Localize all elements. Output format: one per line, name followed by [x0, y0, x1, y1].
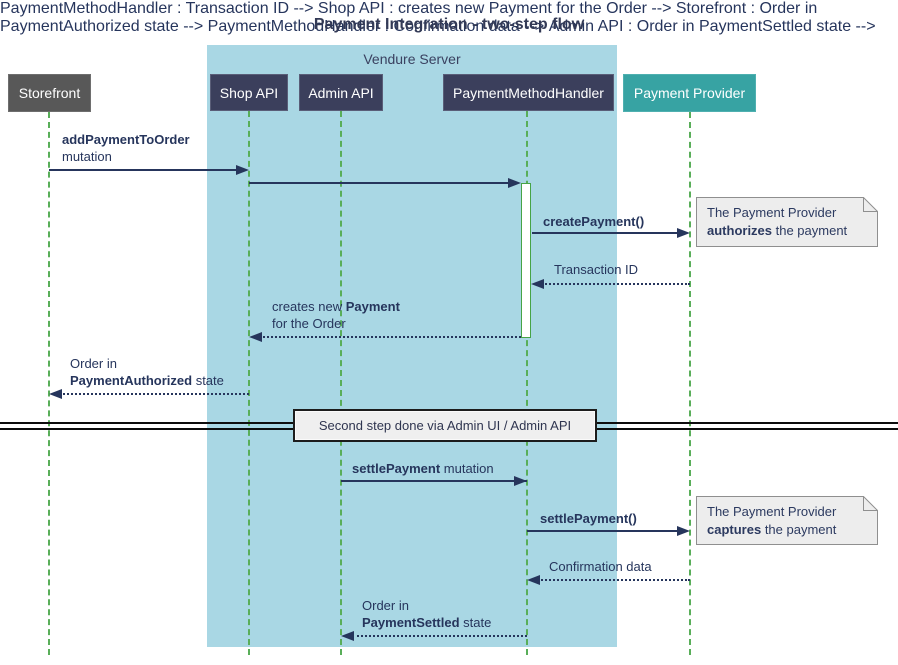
participant-shop-api: Shop API — [210, 74, 288, 111]
message-line-payment-settled — [352, 635, 527, 637]
vendure-server-container — [207, 45, 617, 647]
message-label-settle-payment-mutation: settlePayment mutation — [352, 461, 494, 476]
arrowhead-icon — [531, 279, 544, 289]
participant-shop-api-label: Shop API — [219, 84, 279, 101]
message-label-creates-payment: creates new Payment for the Order — [272, 299, 400, 331]
note-authorizes: The Payment Provider authorizes the paym… — [696, 197, 878, 247]
message-line-settle-payment-mutation — [341, 480, 527, 482]
participant-payment-provider: Payment Provider — [623, 74, 756, 112]
message-line-settle-payment-call — [527, 530, 686, 532]
message-line-shop-to-handler — [249, 182, 517, 184]
message-label-payment-authorized: Order in PaymentAuthorized state — [70, 356, 224, 388]
divider-second-step: Second step done via Admin UI / Admin AP… — [293, 409, 597, 442]
activation-bar-payment-method-handler — [521, 183, 531, 338]
participant-storefront: Storefront — [8, 74, 91, 112]
arrowhead-icon — [49, 389, 62, 399]
arrowhead-icon — [508, 178, 521, 188]
arrowhead-icon — [341, 631, 354, 641]
participant-admin-api-label: Admin API — [308, 84, 374, 101]
arrowhead-icon — [677, 526, 690, 536]
lifeline-admin-api — [340, 111, 342, 655]
arrowhead-icon — [236, 165, 249, 175]
lifeline-payment-provider — [689, 112, 691, 655]
vendure-server-label: Vendure Server — [363, 51, 461, 67]
lifeline-shop-api — [248, 111, 250, 655]
message-label-add-payment-to-order: addPaymentToOrder mutation — [62, 132, 190, 164]
message-line-add-payment-to-order — [49, 169, 245, 171]
participant-payment-provider-label: Payment Provider — [633, 85, 746, 101]
note-captures: The Payment Provider captures the paymen… — [696, 496, 878, 545]
note-shape — [696, 197, 878, 247]
message-line-creates-payment — [260, 336, 521, 338]
message-label-create-payment: createPayment() — [543, 214, 645, 229]
note-captures-text: The Payment Provider captures the paymen… — [707, 504, 837, 537]
arrowhead-icon — [514, 476, 527, 486]
message-line-create-payment — [532, 232, 686, 234]
message-label-settle-payment-call: settlePayment() — [540, 511, 637, 526]
lifeline-payment-method-handler — [526, 111, 528, 655]
participant-admin-api: Admin API — [299, 74, 383, 111]
arrowhead-icon — [527, 575, 540, 585]
note-authorizes-text: The Payment Provider authorizes the paym… — [707, 205, 848, 238]
message-line-payment-authorized — [60, 393, 249, 395]
participant-payment-method-handler-label: PaymentMethodHandler — [453, 84, 604, 101]
lifeline-storefront — [48, 112, 50, 655]
participant-storefront-label: Storefront — [18, 85, 81, 101]
message-label-transaction-id: Transaction ID — [554, 262, 639, 277]
message-line-confirmation-data — [538, 579, 690, 581]
message-label-payment-settled: Order in PaymentSettled state — [362, 598, 492, 630]
participant-payment-method-handler: PaymentMethodHandler — [443, 74, 614, 111]
arrowhead-icon — [249, 332, 262, 342]
divider-label: Second step done via Admin UI / Admin AP… — [318, 418, 572, 433]
note-shape — [696, 496, 878, 545]
message-label-confirmation-data: Confirmation data — [549, 559, 652, 574]
arrowhead-icon — [677, 228, 690, 238]
message-line-transaction-id — [542, 283, 690, 285]
diagram-title: Payment Integration - two-step flow — [313, 16, 585, 33]
